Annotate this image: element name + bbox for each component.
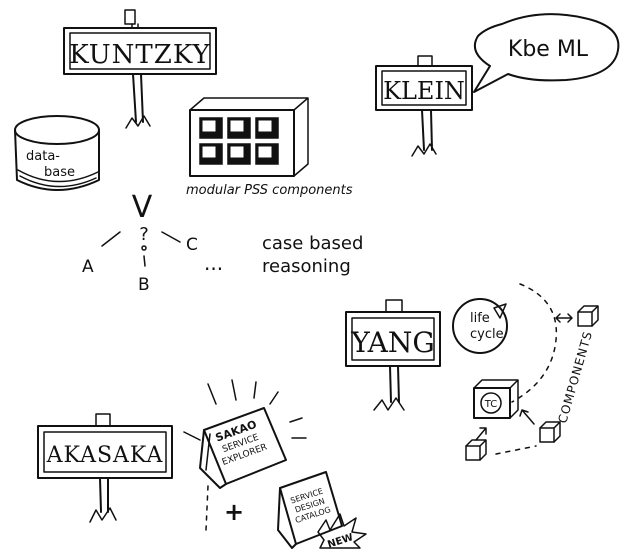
database-icon: data- base: [14, 115, 100, 191]
modular-components-label: modular PSS components: [186, 183, 353, 198]
component-cubes: [465, 305, 599, 461]
lifecycle-label-1: life: [470, 311, 490, 326]
tc-box: TC: [473, 379, 519, 419]
klein-signpost: KLEIN: [375, 55, 473, 157]
case-based-reasoning: V ? A B C ... case based reasoning: [82, 190, 363, 295]
akasaka-sign-label: AKASAKA: [46, 443, 164, 468]
reasoning-line1: case based: [262, 233, 363, 254]
yang-sign-label: YANG: [350, 326, 434, 359]
yang-signpost: YANG: [345, 299, 441, 411]
reasoning-v: V: [132, 190, 153, 225]
kbe-ml-label: Kbe ML: [508, 37, 589, 62]
tc-label: TC: [484, 399, 498, 410]
reasoning-c: C: [186, 235, 198, 255]
lifecycle-label-2: cycle: [470, 327, 504, 342]
dashed-connector: [205, 485, 209, 531]
components-vertical-label: COMPONENTS: [555, 329, 595, 425]
service-design-catalog-book: SERVICE DESIGN CATALOG: [277, 471, 343, 549]
kuntzky-signpost: KUNTZKY: [63, 9, 217, 129]
book-burst-lines: [183, 379, 307, 441]
klein-sign-label: KLEIN: [383, 77, 465, 105]
lifecycle-circle: life cycle: [452, 298, 508, 354]
kuntzky-sign-label: KUNTZKY: [69, 40, 210, 70]
klein-speech-bubble: Kbe ML: [473, 13, 620, 93]
database-label-line1: data-: [26, 149, 60, 164]
reasoning-question: ?: [139, 224, 149, 245]
modular-components-cubes: modular PSS components: [186, 97, 353, 198]
reasoning-dots: ...: [204, 251, 223, 275]
akasaka-signpost: AKASAKA: [37, 413, 173, 523]
plus-symbol: +: [224, 498, 244, 526]
dashed-cycle-arc: [511, 283, 558, 403]
reasoning-line2: reasoning: [262, 256, 351, 277]
reasoning-a: A: [82, 257, 94, 277]
reasoning-b: B: [138, 275, 150, 295]
database-label-line2: base: [44, 165, 75, 180]
sakao-service-explorer-book: SAKAO SERVICE EXPLORER: [199, 407, 287, 489]
